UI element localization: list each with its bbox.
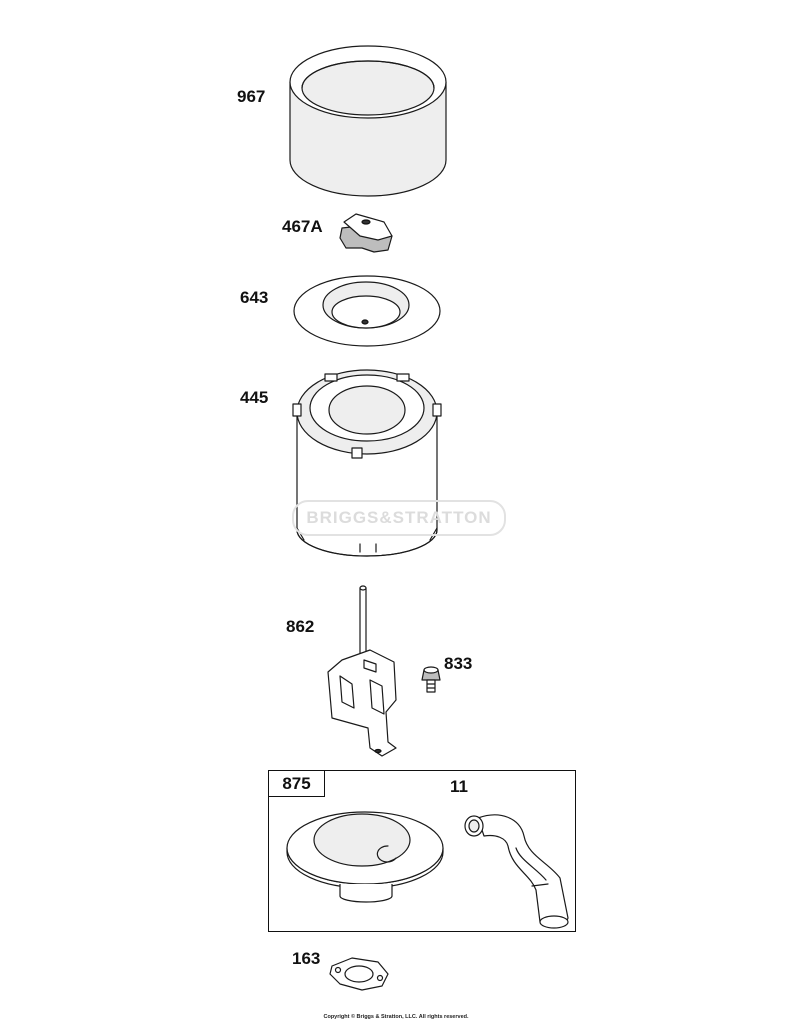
- part-862-bracket-drawing[interactable]: [327, 585, 397, 757]
- brand-watermark: BRIGGS&STRATTON: [292, 500, 506, 536]
- part-163-gasket-drawing[interactable]: [329, 957, 389, 991]
- callout-163[interactable]: 163: [292, 949, 321, 968]
- callout-833[interactable]: 833: [444, 654, 473, 673]
- part-11-tube-drawing[interactable]: [464, 814, 569, 929]
- part-967-pre-cleaner-drawing[interactable]: [289, 45, 447, 197]
- callout-875[interactable]: 875: [282, 774, 311, 793]
- kit-875-label-box: 875: [269, 771, 325, 797]
- callout-967[interactable]: 967: [237, 87, 266, 106]
- kit-875-frame: 875: [268, 770, 576, 932]
- callout-11[interactable]: 11: [450, 777, 468, 796]
- part-833-screw-drawing[interactable]: [421, 666, 441, 693]
- callout-643[interactable]: 643: [240, 288, 269, 307]
- callout-445[interactable]: 445: [240, 388, 269, 407]
- part-643-cover-drawing[interactable]: [293, 275, 441, 347]
- part-875-base-drawing[interactable]: [286, 811, 444, 903]
- callout-467a[interactable]: 467A: [282, 217, 323, 236]
- part-445-air-filter-drawing[interactable]: [292, 369, 442, 557]
- part-467a-knob-drawing[interactable]: [339, 213, 393, 253]
- callout-862[interactable]: 862: [286, 617, 315, 636]
- copyright-notice: Copyright © Briggs & Stratton, LLC. All …: [323, 1014, 469, 1020]
